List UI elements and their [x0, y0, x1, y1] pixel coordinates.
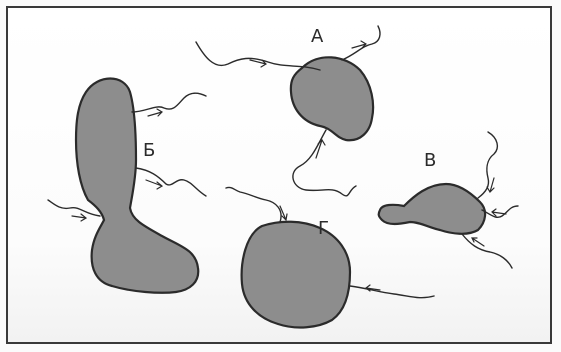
- cell-a-arrow-bottom: [316, 140, 325, 158]
- cell-v-flagellum-bottom: [462, 234, 512, 268]
- cell-g-body: [242, 222, 350, 328]
- label-b: Б: [143, 140, 155, 161]
- cell-b-arrow-upper: [148, 109, 162, 116]
- label-a: А: [311, 26, 324, 47]
- cell-v-body: [379, 184, 485, 234]
- cell-a: А: [196, 26, 380, 196]
- cell-b: Б: [48, 79, 206, 293]
- cell-v: В: [379, 132, 518, 268]
- cell-a-arrow-left: [250, 60, 266, 67]
- cell-g-flagellum-top: [226, 187, 281, 222]
- cell-a-flagellum-top-left: [196, 42, 320, 70]
- cell-a-body: [291, 57, 373, 140]
- label-v: В: [424, 150, 436, 171]
- label-g: Г: [318, 218, 329, 239]
- cell-v-flagellum-right: [482, 206, 518, 217]
- cell-a-flagellum-top-right: [342, 26, 380, 60]
- cell-b-arrow-lower: [72, 214, 86, 221]
- cell-b-flagellum-upper: [132, 93, 206, 112]
- cell-b-body: [76, 79, 198, 293]
- cell-b-flagellum-middle: [136, 168, 206, 196]
- cell-b-arrow-middle: [146, 180, 162, 189]
- cell-g-flagellum-right: [350, 286, 434, 298]
